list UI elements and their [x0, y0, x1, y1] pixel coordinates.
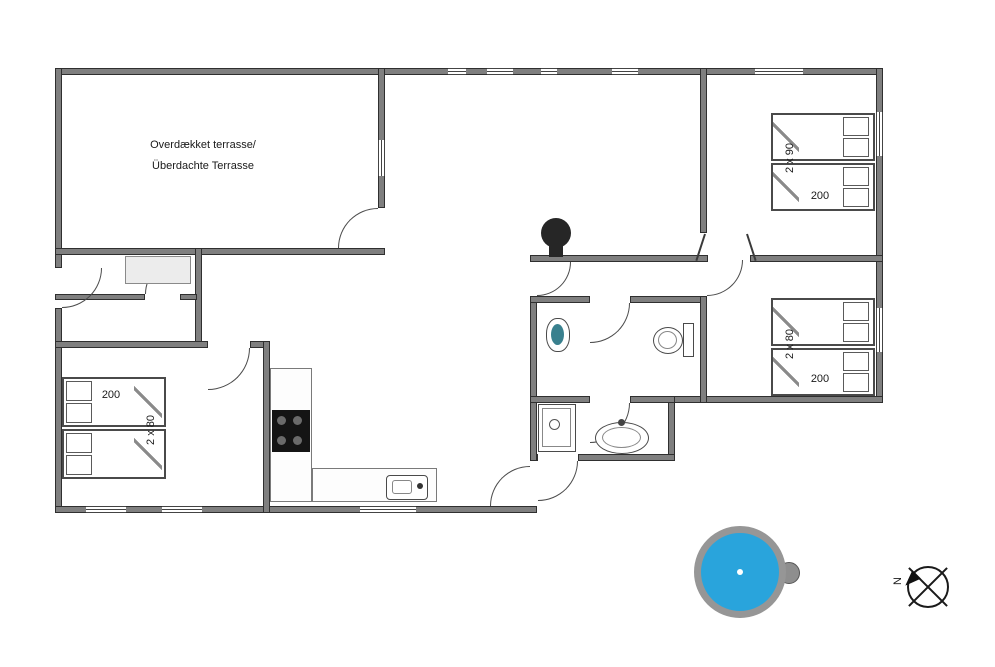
burner-icon [277, 416, 286, 425]
wall [180, 294, 197, 300]
window [876, 308, 883, 352]
faucet-icon [417, 483, 423, 489]
door-swing-arc [537, 262, 571, 296]
door-swing-arc [590, 303, 630, 343]
faucet-icon [618, 419, 625, 426]
wall [55, 308, 62, 513]
pillow [66, 455, 92, 475]
wall [700, 296, 707, 403]
window [755, 68, 803, 75]
wall [378, 68, 385, 208]
sink-basin [551, 324, 564, 345]
entry-step [125, 256, 191, 284]
toilet-tank [683, 323, 694, 357]
kitchen-sink [386, 475, 428, 500]
door-swing-arc [338, 208, 378, 248]
bathroom-sink [546, 318, 570, 352]
shower-drain-icon [549, 419, 560, 430]
wood-stove-flue [549, 245, 563, 257]
wall [55, 248, 385, 255]
pillow [843, 188, 869, 207]
toilet-bowl [653, 327, 683, 354]
pillow [843, 138, 869, 157]
pillow [843, 302, 869, 321]
pillow [66, 433, 92, 453]
wall [530, 396, 590, 403]
window [86, 506, 126, 513]
toilet-seat [658, 331, 677, 349]
door-swing-arc [707, 260, 743, 296]
shower [538, 404, 576, 452]
wall [530, 255, 708, 262]
window [612, 68, 638, 75]
wall [530, 296, 590, 303]
pillow [843, 373, 869, 392]
pillow [66, 381, 92, 401]
window [378, 140, 385, 176]
sink-bowl [392, 480, 412, 494]
burner-icon [293, 416, 302, 425]
wall [263, 341, 270, 513]
door-swing-arc [208, 348, 250, 390]
window [541, 68, 557, 75]
wall [630, 296, 707, 303]
bed-fold [773, 165, 799, 209]
bed-length-label: 200 [101, 389, 121, 401]
laundry-basin [595, 419, 649, 454]
wall [55, 294, 145, 300]
pillow [66, 403, 92, 423]
door-swing-arc [62, 268, 102, 308]
north-label: N [892, 577, 904, 585]
wall [750, 255, 883, 262]
bed-fold [773, 350, 799, 394]
window [448, 68, 466, 75]
wall [55, 341, 208, 348]
pillow [843, 352, 869, 371]
window [360, 506, 416, 513]
hot-tub-jet-icon [737, 569, 743, 575]
wall [530, 300, 537, 461]
cooktop [272, 410, 310, 452]
bed-fold [134, 379, 162, 425]
wall [578, 454, 675, 461]
wall [55, 68, 62, 268]
bed-size-label: 2 x 80 [145, 415, 157, 445]
hot-tub [694, 526, 786, 618]
burner-icon [277, 436, 286, 445]
bed-size-label: 2 x 90 [784, 143, 796, 173]
burner-icon [293, 436, 302, 445]
pillow [843, 323, 869, 342]
wall [668, 396, 675, 461]
basin-bowl [602, 427, 641, 448]
compass-rose-icon [907, 566, 949, 608]
wood-stove-icon [541, 218, 571, 248]
bed-length-label: 200 [810, 190, 830, 202]
door-swing-arc [490, 466, 530, 506]
wall [700, 68, 707, 233]
wall [55, 506, 537, 513]
bed-size-label: 2 x 80 [784, 329, 796, 359]
wall [630, 396, 675, 403]
bed-fold [134, 431, 162, 477]
door-swing-arc [538, 461, 578, 501]
pillow [843, 117, 869, 136]
bed-length-label: 200 [810, 373, 830, 385]
pillow [843, 167, 869, 186]
terrace-label-line1: Overdækket terrasse/ [150, 139, 256, 151]
bed-fold [773, 115, 799, 159]
window [487, 68, 513, 75]
terrace-label-line2: Überdachte Terrasse [152, 160, 254, 172]
window [162, 506, 202, 513]
bed-fold [773, 300, 799, 344]
window [876, 112, 883, 156]
